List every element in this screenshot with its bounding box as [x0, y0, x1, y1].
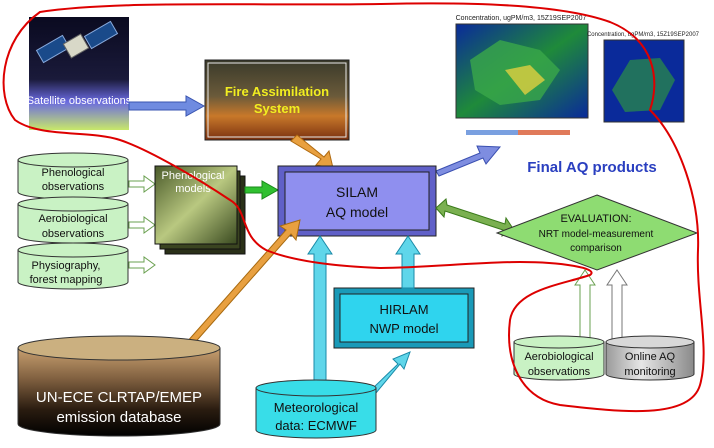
hirlam-line1: HIRLAM [379, 302, 428, 317]
evaluation-line1: EVALUATION: [560, 213, 631, 225]
arrow-meteo-to-silam [307, 235, 333, 385]
arrow-models-to-silam [244, 180, 280, 200]
hirlam-line2: NWP model [369, 321, 438, 336]
aerobiological-obs-line2: observations [42, 228, 105, 240]
aero-bottom-line1: Aerobiological [524, 351, 593, 363]
arrow-fire-to-silam [290, 134, 334, 169]
phenological-models-line2: models [175, 183, 211, 195]
meteo-line2: data: ECMWF [275, 418, 357, 433]
arrow-aero-bottom-to-eval [574, 269, 596, 341]
hirlam-node: HIRLAM NWP model [333, 287, 475, 349]
arrow-satellite-to-fire [128, 95, 206, 117]
satellite-node: Satellite observations [27, 17, 132, 130]
physiography-line1: Physiography, [32, 260, 101, 272]
arrow-hirlam-to-silam [395, 235, 421, 289]
phenological-observations-node: Phenological observations [17, 152, 129, 200]
physiography-line2: forest mapping [30, 274, 103, 286]
physiography-node: Physiography, forest mapping [17, 242, 129, 290]
aero-bottom-line2: observations [528, 366, 591, 378]
fire-label-line2: System [254, 101, 300, 116]
meteorological-data-node: Meteorological data: ECMWF [255, 379, 377, 439]
map-left: Concentration, ugPM/m3, 15Z19SEP2007 [455, 15, 589, 135]
red-highlight-outline [2, 2, 705, 413]
aerobiological-observations-node: Aerobiological observations [17, 196, 129, 244]
arrow-silam-to-products [435, 145, 502, 177]
meteo-line1: Meteorological [274, 400, 359, 415]
phenological-obs-line1: Phenological [42, 167, 105, 179]
online-aq-node: Online AQ monitoring [605, 335, 695, 381]
fire-assimilation-node: Fire Assimilation System [204, 59, 350, 141]
silam-line1: SILAM [336, 184, 378, 200]
arrow-physiography-to-models [128, 256, 156, 274]
phenological-models-node: Phenological models [154, 165, 246, 255]
fire-panel [204, 59, 350, 141]
final-products-label: Final AQ products [527, 159, 656, 176]
arrow-meteo-to-hirlam [371, 351, 411, 394]
arrow-online-aq-to-eval [606, 269, 628, 341]
aerobiological-bottom-node: Aerobiological observations [513, 335, 605, 381]
satellite-icon [35, 20, 119, 64]
arrow-pheno-obs-to-models [128, 175, 156, 193]
arrow-aero-obs-to-models [128, 216, 156, 234]
evaluation-line2: NRT model-measurement [539, 229, 654, 240]
online-aq-line2: monitoring [624, 366, 675, 378]
online-aq-line1: Online AQ [625, 351, 676, 363]
map-left-title: Concentration, ugPM/m3, 15Z19SEP2007 [456, 15, 587, 22]
silam-node: SILAM AQ model [277, 165, 437, 237]
evaluation-node: EVALUATION: NRT model-measurement compar… [495, 194, 699, 271]
emep-line1: UN-ECE CLRTAP/EMEP [36, 389, 202, 406]
phenological-obs-line2: observations [42, 181, 105, 193]
aerobiological-obs-line1: Aerobiological [38, 213, 107, 225]
arrow-silam-evaluation [435, 198, 515, 237]
emep-line2: emission database [56, 409, 181, 426]
satellite-label: Satellite observations [27, 95, 132, 107]
map-right: Concentration, ugPM/m3, 15Z19SEP2007 [587, 32, 700, 123]
map-right-title: Concentration, ugPM/m3, 15Z19SEP2007 [587, 32, 700, 38]
emep-emission-node: UN-ECE CLRTAP/EMEP emission database [17, 335, 221, 437]
fire-label-line1: Fire Assimilation [225, 84, 329, 99]
evaluation-line3: comparison [570, 243, 622, 254]
silam-line2: AQ model [326, 204, 388, 220]
